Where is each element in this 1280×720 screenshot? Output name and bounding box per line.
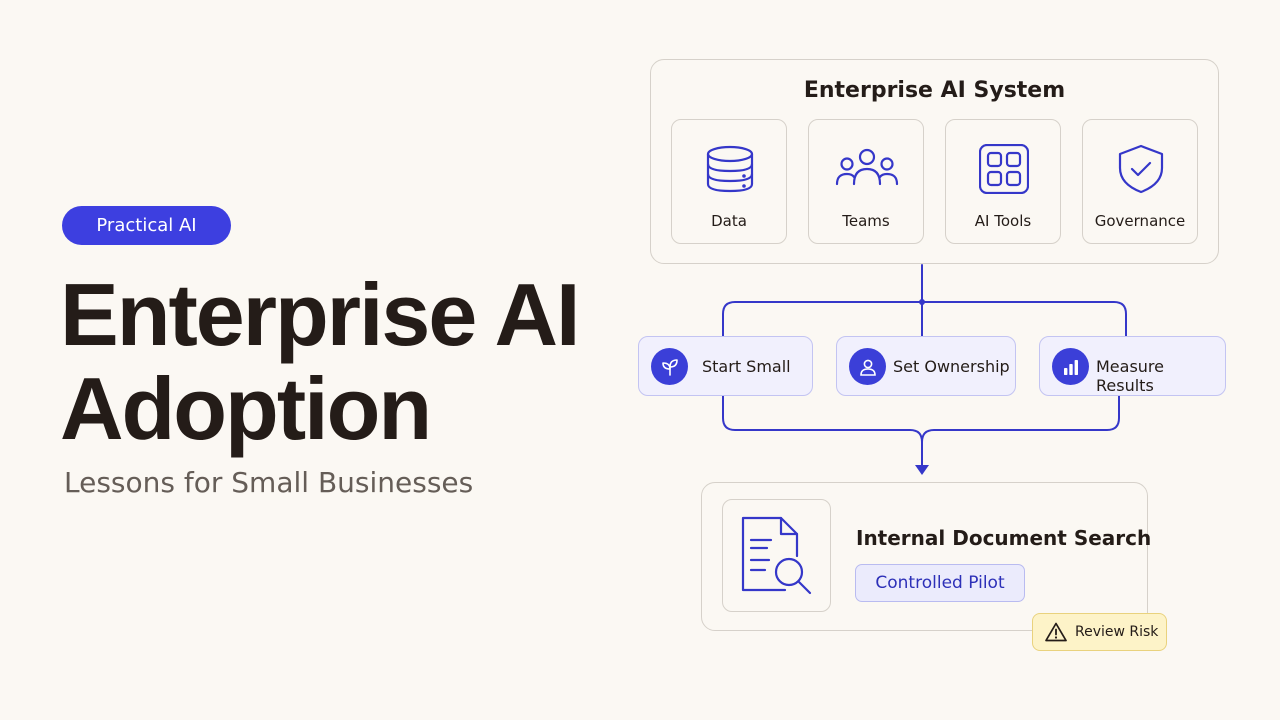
warning-icon (1045, 622, 1067, 642)
review-risk-badge: Review Risk (1032, 613, 1167, 651)
step-start-small: Start Small (638, 336, 813, 396)
step-badge (849, 348, 886, 385)
connector-merge-left (722, 395, 923, 467)
component-label: AI Tools (974, 212, 1032, 230)
document-card (722, 499, 831, 612)
component-card-ai-tools: AI Tools (945, 119, 1061, 244)
step-label: Start Small (702, 357, 791, 376)
shield-check-icon (1118, 144, 1164, 194)
page-title-line-1: Enterprise AI (60, 265, 580, 364)
page-subtitle: Lessons for Small Businesses (64, 466, 474, 499)
connector-merge-right (921, 395, 1120, 443)
component-label: Governance (1094, 212, 1186, 230)
component-card-data: Data (671, 119, 787, 244)
step-badge (1052, 348, 1089, 385)
team-icon (835, 148, 899, 186)
review-risk-label: Review Risk (1075, 624, 1159, 640)
step-set-ownership: Set Ownership (836, 336, 1016, 396)
connector-to-measure-results (921, 301, 1127, 337)
step-label: Measure Results (1096, 357, 1164, 395)
sprout-icon (661, 358, 678, 376)
connector-to-start-small (722, 301, 923, 337)
database-icon (706, 145, 754, 193)
document-search-icon (741, 516, 812, 595)
component-label: Data (711, 212, 747, 230)
bar-chart-icon (1063, 359, 1078, 375)
component-label: Teams (842, 212, 890, 230)
junction-dot (919, 299, 925, 305)
system-title: Enterprise AI System (803, 78, 1066, 103)
pilot-title: Internal Document Search (856, 526, 1152, 550)
arrowhead-icon (915, 465, 929, 475)
page-title: Enterprise AI Adoption (60, 265, 580, 458)
grid-apps-icon (979, 144, 1029, 194)
step-measure-results: Measure Results (1039, 336, 1226, 396)
component-card-governance: Governance (1082, 119, 1198, 244)
step-badge (651, 348, 688, 385)
user-icon (859, 359, 876, 376)
pilot-status-tag: Controlled Pilot (855, 564, 1025, 602)
page-title-line-2: Adoption (60, 359, 432, 458)
step-label: Set Ownership (893, 357, 1010, 376)
component-card-teams: Teams (808, 119, 924, 244)
category-badge: Practical AI (62, 206, 231, 245)
